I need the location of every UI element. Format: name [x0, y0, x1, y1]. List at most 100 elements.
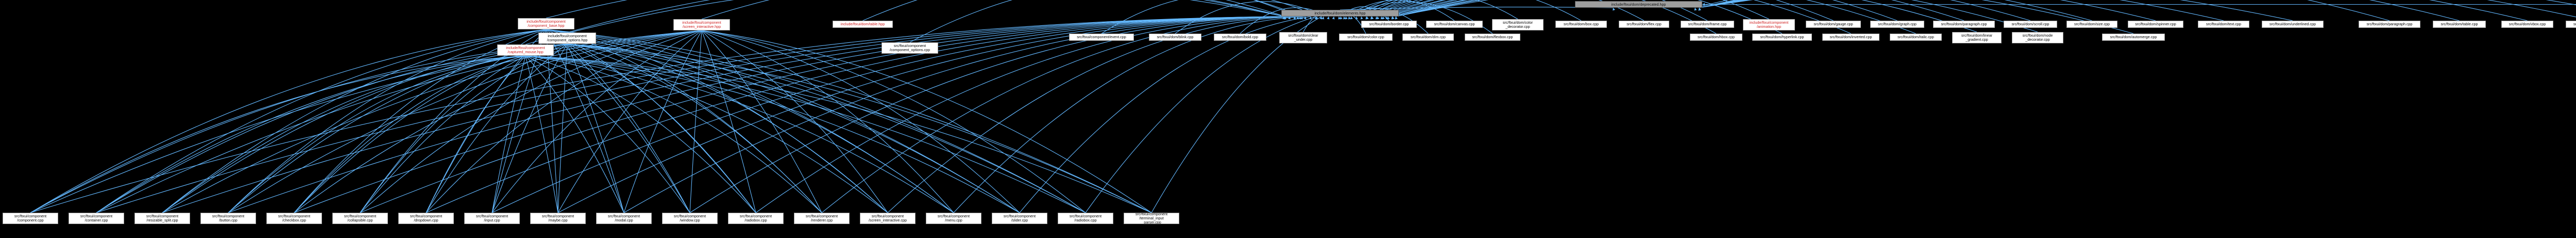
- graph-edge-arrowhead: [1321, 17, 1325, 20]
- graph-node-n2[interactable]: include/ftxui/component/screen_interacti…: [673, 19, 730, 30]
- graph-node-label-line: src/ftxui/component: [344, 214, 377, 219]
- graph-node-label-line: /maybe.cpp: [548, 218, 568, 223]
- graph-edge: [1366, 0, 1717, 34]
- graph-node-n38[interactable]: src/ftxui/component/container.cpp: [69, 213, 124, 224]
- graph-node-n48[interactable]: src/ftxui/component/radiobox.cpp: [728, 213, 784, 224]
- graph-node-n42[interactable]: src/ftxui/component/collapsible.cpp: [332, 213, 388, 224]
- graph-edge: [701, 0, 1286, 20]
- graph-node-n49[interactable]: src/ftxui/component/renderer.cpp: [794, 213, 850, 224]
- graph-node-n3[interactable]: include/ftxui/dom/table.hpp: [833, 21, 893, 28]
- graph-node-n31[interactable]: src/ftxui/dom/hbox.cpp: [1690, 34, 1742, 41]
- graph-node-n28[interactable]: src/ftxui/dom/color.cpp: [1339, 34, 1393, 41]
- graph-node-n45[interactable]: src/ftxui/component/maybe.cpp: [530, 213, 586, 224]
- graph-edge: [567, 43, 1020, 213]
- graph-edge-arrowhead: [1303, 17, 1307, 20]
- graph-node-label-line: src/ftxui/dom/reflect.cpp: [2573, 22, 2576, 27]
- graph-edge: [1085, 16, 1317, 213]
- graph-node-n9[interactable]: src/ftxui/dom/frame.cpp: [1681, 21, 1734, 28]
- graph-node-n40[interactable]: src/ftxui/component/button.cpp: [200, 213, 256, 224]
- graph-node-label-line: src/ftxui/dom/inverted.cpp: [1829, 35, 1872, 40]
- graph-node-label-line: src/ftxui/component: [893, 43, 926, 49]
- graph-node-n53[interactable]: src/ftxui/component/radiobox.cpp: [1058, 213, 1113, 224]
- graph-node-n18[interactable]: src/ftxui/dom/table.cpp: [2433, 21, 2486, 28]
- graph-edge-arrowhead: [1698, 8, 1701, 11]
- graph-node-n21[interactable]: include/ftxui/component/component_option…: [538, 33, 596, 44]
- graph-node-n34[interactable]: src/ftxui/dom/italic.cpp: [1890, 34, 1942, 41]
- graph-node-label-line: _decorator.cpp: [2025, 37, 2050, 42]
- graph-node-label-line: src/ftxui/dom/bold.cpp: [1222, 35, 1258, 40]
- graph-node-n61[interactable]: src/ftxui/dom/automerge.cpp: [2102, 34, 2165, 41]
- graph-edge: [228, 55, 526, 213]
- graph-node-n11[interactable]: src/ftxui/dom/gauge.cpp: [1806, 21, 1861, 28]
- graph-node-label-line: src/ftxui/dom/spinner.cpp: [2135, 22, 2176, 27]
- graph-edge: [162, 55, 526, 213]
- graph-node-n4[interactable]: src/ftxui/dom/border.cpp: [1361, 21, 1417, 28]
- graph-node-n25[interactable]: src/ftxui/dom/blink.cpp: [1149, 34, 1201, 41]
- graph-node-n58[interactable]: src/ftxui/dom/reflect.cpp: [2566, 21, 2576, 28]
- graph-edge: [492, 16, 1285, 213]
- graph-node-n8[interactable]: src/ftxui/dom/flex.cpp: [1619, 21, 1669, 28]
- graph-node-n39[interactable]: src/ftxui/component/resizable_split.cpp: [134, 213, 190, 224]
- graph-node-label-line: src/ftxui/component: [14, 214, 47, 219]
- graph-node-label-line: include/ftxui/component: [682, 20, 721, 25]
- graph-node-n0[interactable]: include/ftxui/dom/deprecated.hpp: [1575, 1, 1702, 8]
- graph-node-label-line: src/ftxui/component: [212, 214, 245, 219]
- graph-node-label-line: include/ftxui/dom/elements.hpp: [1314, 10, 1366, 15]
- graph-node-n15[interactable]: src/ftxui/dom/size.cpp: [2066, 21, 2117, 28]
- graph-node-n1[interactable]: include/ftxui/dom/elements.hpp: [1281, 10, 1399, 17]
- graph-node-n44[interactable]: src/ftxui/component/input.cpp: [464, 213, 520, 224]
- graph-node-n13[interactable]: src/ftxui/dom/paragraph.cpp: [1933, 21, 1995, 28]
- graph-node-n24[interactable]: src/ftxui/component/event.cpp: [1069, 34, 1134, 41]
- graph-node-n36[interactable]: src/ftxui/dom/node_decorator.cpp: [2012, 32, 2063, 43]
- graph-edge: [492, 30, 702, 213]
- graph-edge-arrowhead: [1702, 3, 1705, 6]
- graph-node-n7[interactable]: src/ftxui/dom/box.cpp: [1555, 21, 1607, 28]
- graph-node-n43[interactable]: src/ftxui/component/dropdown.cpp: [398, 213, 454, 224]
- graph-node-n20[interactable]: include/ftxui/component/component_base.h…: [518, 18, 574, 29]
- graph-edge: [96, 16, 1285, 213]
- graph-node-label-line: /radiobox.cpp: [1074, 218, 1097, 223]
- graph-node-label-line: src/ftxui/dom/blink.cpp: [1157, 35, 1194, 40]
- graph-node-n30[interactable]: src/ftxui/dom/flexbox.cpp: [1465, 34, 1520, 41]
- graph-edge: [426, 55, 526, 213]
- graph-node-n10[interactable]: include/ftxui/component/animation.hpp: [1743, 19, 1795, 30]
- graph-node-n47[interactable]: src/ftxui/component/window.cpp: [662, 213, 718, 224]
- graph-node-label-line: /checkbox.cpp: [282, 218, 306, 223]
- graph-node-n33[interactable]: src/ftxui/dom/inverted.cpp: [1822, 34, 1879, 41]
- graph-node-n32[interactable]: src/ftxui/dom/hyperlink.cpp: [1752, 34, 1812, 41]
- graph-node-n14[interactable]: src/ftxui/dom/scroll.cpp: [2004, 21, 2057, 28]
- graph-edge: [1699, 0, 2460, 21]
- graph-node-n29[interactable]: src/ftxui/dom/dim.cpp: [1402, 34, 1454, 41]
- graph-node-n46[interactable]: src/ftxui/component/modal.cpp: [596, 213, 652, 224]
- graph-edge: [96, 55, 526, 213]
- graph-node-n5[interactable]: src/ftxui/dom/canvas.cpp: [1426, 21, 1483, 28]
- graph-node-label-line: /collapsible.cpp: [347, 218, 373, 223]
- graph-node-label-line: /resizable_split.cpp: [146, 218, 178, 223]
- graph-node-n37[interactable]: src/ftxui/component/component.cpp: [3, 213, 58, 224]
- graph-node-n35[interactable]: src/ftxui/dom/linear_gradient.cpp: [1952, 32, 2002, 43]
- graph-node-n27[interactable]: src/ftxui/dom/clear_under.cpp: [1279, 32, 1327, 43]
- graph-node-n56[interactable]: src/ftxui/dom/underlined.cpp: [2262, 21, 2324, 28]
- graph-node-n41[interactable]: src/ftxui/component/checkbox.cpp: [266, 213, 322, 224]
- graph-node-n51[interactable]: src/ftxui/component/menu.cpp: [926, 213, 981, 224]
- graph-node-n52[interactable]: src/ftxui/component/slider.cpp: [992, 213, 1047, 224]
- graph-edge: [525, 0, 1285, 45]
- graph-node-label-line: src/ftxui/dom/frame.cpp: [1688, 22, 1727, 27]
- graph-node-n22[interactable]: src/ftxui/component/component_options.cp…: [882, 42, 938, 54]
- graph-node-n17[interactable]: src/ftxui/dom/paragraph.cpp: [2359, 21, 2420, 28]
- graph-edge: [701, 30, 954, 213]
- graph-node-n50[interactable]: src/ftxui/component/screen_interactive.c…: [860, 213, 916, 224]
- graph-node-label-line: _gradient.cpp: [1965, 37, 1988, 42]
- graph-node-label-line: src/ftxui/dom/underlined.cpp: [2269, 22, 2316, 27]
- graph-node-n12[interactable]: src/ftxui/dom/graph.cpp: [1870, 21, 1924, 28]
- graph-node-n16[interactable]: src/ftxui/dom/spinner.cpp: [2128, 21, 2183, 28]
- graph-node-n57[interactable]: src/ftxui/dom/vbox.cpp: [2501, 21, 2553, 28]
- graph-node-n55[interactable]: src/ftxui/dom/text.cpp: [2198, 21, 2249, 28]
- graph-node-n6[interactable]: src/ftxui/dom/color_decorator.cpp: [1492, 19, 1544, 30]
- graph-node-n26[interactable]: src/ftxui/dom/bold.cpp: [1214, 34, 1266, 41]
- graph-node-label-line: /modal.cpp: [615, 218, 633, 223]
- graph-node-n23[interactable]: include/ftxui/component/captured_mouse.h…: [497, 44, 554, 56]
- graph-node-n54[interactable]: src/ftxui/component/terminal_input_parse…: [1124, 213, 1179, 224]
- graph-edge-arrowhead: [1314, 17, 1317, 20]
